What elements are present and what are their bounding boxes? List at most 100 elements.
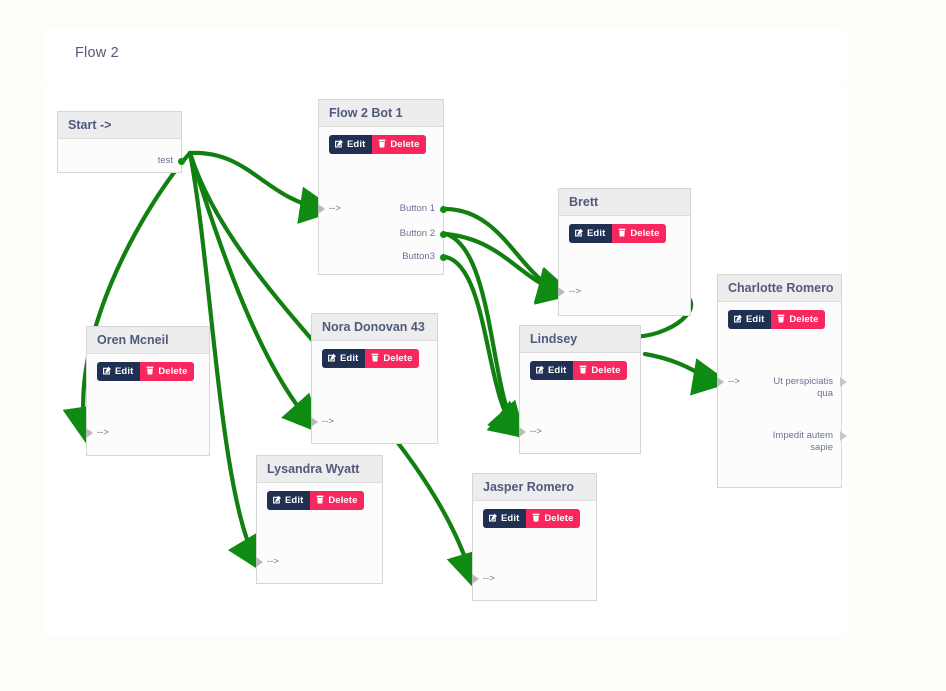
node-body: Edit Delete --> Button 1 Button 2 Button… bbox=[318, 127, 447, 274]
delete-button-label: Delete bbox=[591, 365, 621, 376]
input-port-label: --> bbox=[569, 286, 581, 297]
delete-button-label: Delete bbox=[789, 314, 819, 325]
trash-icon bbox=[146, 366, 154, 375]
delete-button-label: Delete bbox=[544, 513, 574, 524]
flow-header-card bbox=[45, 29, 846, 81]
node-title: Start -> bbox=[58, 112, 181, 139]
trash-icon bbox=[378, 139, 386, 148]
input-port-label: --> bbox=[97, 427, 109, 438]
edit-button-label: Edit bbox=[501, 513, 520, 524]
node-oren-mcneil[interactable]: Oren Mcneil Edit Delete --> bbox=[86, 326, 210, 456]
output-port-marker-icon[interactable] bbox=[840, 377, 847, 387]
output-port-impedit-autem[interactable]: Impedit autem sapie bbox=[769, 430, 847, 454]
input-port-label: --> bbox=[728, 376, 740, 387]
output-port-label: Button3 bbox=[402, 251, 435, 262]
edit-button-label: Edit bbox=[115, 366, 134, 377]
node-action-buttons: Edit Delete bbox=[312, 341, 437, 368]
node-title: Charlotte Romero bbox=[718, 275, 841, 302]
node-action-buttons: Edit Delete bbox=[473, 501, 596, 528]
node-body: Edit Delete --> bbox=[558, 216, 690, 315]
input-port[interactable]: --> bbox=[318, 203, 341, 215]
input-port[interactable]: --> bbox=[472, 573, 495, 585]
page-title: Flow 2 bbox=[75, 45, 119, 61]
edit-button[interactable]: Edit bbox=[329, 135, 373, 154]
input-port[interactable]: --> bbox=[519, 426, 542, 438]
output-port-marker-icon[interactable] bbox=[840, 431, 847, 441]
input-port[interactable]: --> bbox=[86, 427, 109, 439]
port-dot[interactable] bbox=[178, 158, 185, 165]
input-port-marker-icon bbox=[318, 204, 325, 214]
edit-button[interactable]: Edit bbox=[728, 310, 772, 329]
trash-icon bbox=[316, 495, 324, 504]
node-title: Lysandra Wyatt bbox=[257, 456, 382, 483]
edit-button[interactable]: Edit bbox=[322, 349, 366, 368]
port-dot[interactable] bbox=[440, 254, 447, 261]
node-action-buttons: Edit Delete bbox=[520, 353, 640, 380]
trash-icon bbox=[371, 353, 379, 362]
pencil-square-icon bbox=[328, 353, 336, 362]
node-title: Nora Donovan 43 bbox=[312, 314, 437, 341]
delete-button[interactable]: Delete bbox=[140, 362, 195, 381]
delete-button[interactable]: Delete bbox=[771, 310, 826, 329]
input-port[interactable]: --> bbox=[558, 286, 581, 298]
delete-button-label: Delete bbox=[630, 228, 660, 239]
node-action-buttons: Edit Delete bbox=[319, 127, 443, 154]
input-port[interactable]: --> bbox=[717, 376, 740, 388]
node-brett[interactable]: Brett Edit Delete --> bbox=[558, 188, 691, 316]
input-port[interactable]: --> bbox=[311, 416, 334, 428]
delete-button-label: Delete bbox=[383, 353, 413, 364]
delete-button[interactable]: Delete bbox=[526, 509, 581, 528]
node-title: Lindsey bbox=[520, 326, 640, 353]
output-port-label: Impedit autem sapie bbox=[772, 430, 833, 453]
output-port-label: test bbox=[157, 155, 173, 166]
output-port-ut-perspiciatis[interactable]: Ut perspiciatis qua bbox=[769, 376, 847, 400]
node-lysandra-wyatt[interactable]: Lysandra Wyatt Edit Delete --> bbox=[256, 455, 383, 584]
pencil-square-icon bbox=[536, 365, 544, 374]
delete-button[interactable]: Delete bbox=[372, 135, 427, 154]
edit-button[interactable]: Edit bbox=[483, 509, 527, 528]
delete-button[interactable]: Delete bbox=[612, 224, 667, 243]
node-jasper-romero[interactable]: Jasper Romero Edit Delete --> bbox=[472, 473, 597, 601]
edit-button[interactable]: Edit bbox=[530, 361, 574, 380]
edit-button[interactable]: Edit bbox=[569, 224, 613, 243]
output-port-test[interactable]: test bbox=[157, 155, 185, 167]
output-port-button-3[interactable]: Button3 bbox=[402, 251, 447, 263]
input-port-marker-icon bbox=[472, 574, 479, 584]
output-port-button-2[interactable]: Button 2 bbox=[400, 228, 447, 240]
node-charlotte-romero[interactable]: Charlotte Romero Edit Delete --> Ut pers… bbox=[717, 274, 847, 488]
input-port-marker-icon bbox=[86, 428, 93, 438]
edit-button-label: Edit bbox=[587, 228, 606, 239]
port-dot[interactable] bbox=[440, 206, 447, 213]
edit-button[interactable]: Edit bbox=[97, 362, 141, 381]
node-title: Oren Mcneil bbox=[87, 327, 209, 354]
output-port-button-1[interactable]: Button 1 bbox=[399, 203, 447, 215]
pencil-square-icon bbox=[489, 513, 497, 522]
node-flow-2-bot-1[interactable]: Flow 2 Bot 1 Edit Delete --> Button 1 Bu… bbox=[318, 99, 447, 275]
delete-button[interactable]: Delete bbox=[365, 349, 420, 368]
node-start[interactable]: Start -> test bbox=[57, 111, 185, 173]
input-port-marker-icon bbox=[717, 377, 724, 387]
node-lindsey[interactable]: Lindsey Edit Delete --> bbox=[519, 325, 641, 454]
edit-button[interactable]: Edit bbox=[267, 491, 311, 510]
input-port-label: --> bbox=[483, 573, 495, 584]
node-body: Edit Delete --> bbox=[519, 353, 640, 453]
node-action-buttons: Edit Delete bbox=[559, 216, 690, 243]
delete-button[interactable]: Delete bbox=[310, 491, 365, 510]
input-port[interactable]: --> bbox=[256, 556, 279, 568]
node-title: Flow 2 Bot 1 bbox=[319, 100, 443, 127]
pencil-square-icon bbox=[335, 139, 343, 148]
node-action-buttons: Edit Delete bbox=[718, 302, 841, 329]
edit-button-label: Edit bbox=[347, 139, 366, 150]
output-port-label: Button 1 bbox=[399, 203, 435, 214]
input-port-label: --> bbox=[322, 416, 334, 427]
edit-button-label: Edit bbox=[285, 495, 304, 506]
trash-icon bbox=[532, 513, 540, 522]
output-port-label: Ut perspiciatis qua bbox=[773, 376, 833, 399]
node-nora-donovan-43[interactable]: Nora Donovan 43 Edit Delete --> bbox=[311, 313, 438, 444]
pencil-square-icon bbox=[734, 314, 742, 323]
delete-button[interactable]: Delete bbox=[573, 361, 628, 380]
pencil-square-icon bbox=[575, 228, 583, 237]
port-dot[interactable] bbox=[440, 231, 447, 238]
input-port-marker-icon bbox=[311, 417, 318, 427]
